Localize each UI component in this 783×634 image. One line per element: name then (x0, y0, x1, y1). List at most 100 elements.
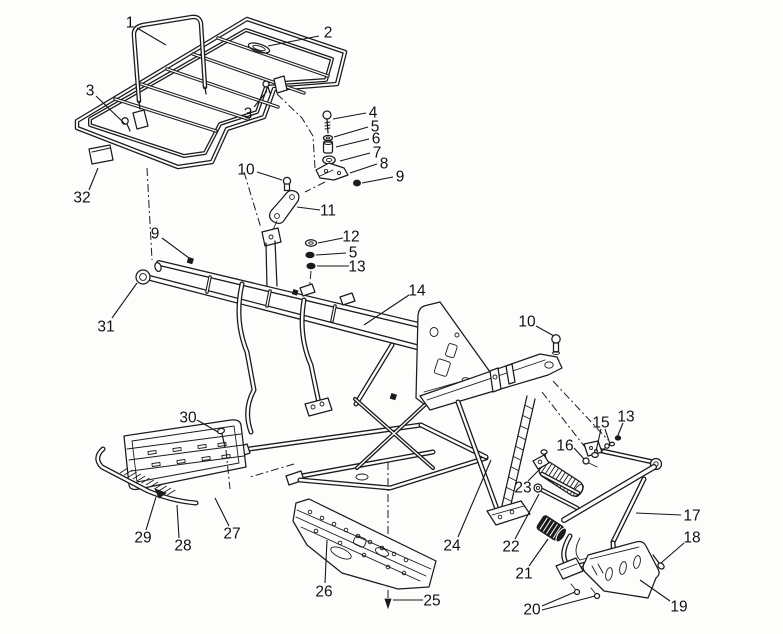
align-lines-support (541, 380, 609, 452)
plate-hole-2 (319, 401, 325, 407)
frame-clevis-bracket (261, 227, 282, 289)
align-line-bracket (304, 181, 326, 193)
bumper-10-left (282, 176, 292, 192)
callout-leader-22-28 (514, 493, 540, 540)
callout-leader-1-0 (136, 27, 167, 46)
callout-label-1-0: 1 (126, 15, 135, 32)
bolt-dot-9 (186, 256, 194, 265)
callout-leader-15-21 (604, 428, 611, 445)
callout-leader-30-20 (196, 419, 219, 433)
bracket-8 (315, 162, 349, 181)
callout-leader-8-8 (349, 163, 378, 174)
callout-leader-9-13 (161, 237, 190, 259)
callout-leader-15-21 (595, 428, 602, 452)
callout-label-23-26: 23 (514, 480, 531, 497)
callout-label-32-12: 32 (73, 190, 90, 207)
rear-beam (419, 353, 563, 411)
callout-label-16-23: 16 (556, 438, 573, 455)
rear-rack (74, 14, 348, 261)
callout-leader-13-22 (615, 422, 624, 441)
callout-label-8-8: 8 (380, 156, 389, 173)
arrow-29 (154, 488, 167, 499)
callout-leader-31-18 (111, 282, 138, 319)
backrest-feet (138, 86, 207, 110)
bolt-dot-mid (291, 288, 299, 296)
callout-label-27-32: 27 (223, 526, 240, 543)
bolt-18 (652, 554, 665, 570)
support-foot (555, 557, 584, 580)
rail-slot (355, 473, 369, 481)
callout-label-30-20: 30 (179, 410, 197, 427)
tab-hole-1 (589, 446, 593, 450)
callout-leader-24-27 (457, 459, 492, 538)
washer-15-b (608, 441, 616, 447)
callout-leader-2-1 (267, 35, 320, 47)
rail-end-cap (154, 261, 162, 273)
callout-leader-27-32 (214, 497, 230, 527)
callout-label-15-21: 15 (592, 415, 609, 432)
callout-label-13-16: 13 (348, 259, 365, 276)
reflector (88, 144, 114, 165)
callout-leader-29-34 (145, 496, 157, 531)
grip-hatching (119, 467, 176, 496)
support-inner-tube (575, 537, 603, 561)
callout-label-31-18: 31 (97, 319, 114, 336)
callout-leader-28-33 (176, 504, 180, 539)
bolt-dot-low (389, 392, 397, 401)
callout-label-12-14: 12 (342, 229, 359, 246)
bolt-4-head (322, 110, 332, 120)
callout-label-26-31: 26 (315, 584, 332, 601)
bolt-4-threads (324, 121, 331, 130)
main-frame (135, 256, 609, 610)
nut-5 (305, 251, 315, 259)
align-line-rack-left (146, 167, 153, 261)
bushing-31 (135, 269, 151, 285)
callout-leader-3-3 (253, 90, 268, 108)
callout-label-17-24: 17 (683, 508, 700, 525)
mount-hardware-stack (304, 110, 361, 193)
callout-label-25-30: 25 (423, 593, 440, 610)
callout-label-3-3: 3 (244, 106, 253, 123)
callout-leader-4-4 (332, 112, 367, 120)
callout-label-5-15: 5 (349, 245, 358, 262)
rail-tab-b (339, 292, 356, 306)
pivot-link-assembly (261, 176, 318, 294)
rod-eye-22 (533, 483, 543, 493)
callout-label-22-28: 22 (502, 539, 519, 556)
front-cross-plate (304, 397, 333, 417)
callout-leader-3-2 (95, 95, 126, 125)
callout-label-11-11: 11 (320, 203, 336, 220)
callout-leader-18-25 (660, 542, 685, 564)
callout-label-6-6: 6 (372, 131, 381, 148)
callout-leader-19-35 (639, 579, 671, 602)
callout-leader-12-14 (317, 237, 344, 244)
align-line-rack-center (243, 171, 262, 229)
peg-mount-tab (532, 454, 550, 470)
callout-leader-5-15 (315, 252, 347, 256)
bumper-21 (536, 515, 567, 543)
callout-label-10-10: 10 (237, 162, 255, 179)
callout-leader-20-36 (541, 595, 596, 611)
align-line-footboard (249, 463, 295, 478)
callout-leader-32-12 (88, 167, 99, 191)
washer-12 (304, 239, 318, 247)
footpeg-assembly (532, 449, 584, 543)
rear-brace-24 (455, 395, 536, 526)
callout-label-14-17: 14 (408, 283, 426, 300)
nut-9 (352, 179, 361, 187)
callout-label-10-19: 10 (518, 314, 536, 331)
callout-leader-21-29 (528, 538, 549, 567)
callout-label-5-5: 5 (371, 119, 380, 136)
callout-leader-26-31 (324, 539, 328, 584)
callout-leader-16-23 (573, 447, 585, 460)
callout-leader-14-17 (363, 294, 410, 326)
callout-leader-9-9 (361, 176, 394, 184)
guard-plate-19 (582, 540, 660, 599)
clip-16 (582, 457, 598, 468)
callout-label-21-29: 21 (515, 566, 532, 583)
skid-plate-26 (292, 498, 437, 590)
plate-hole-1 (310, 404, 316, 410)
rack-cross-slats (113, 36, 330, 133)
callout-label-4-4: 4 (369, 105, 378, 122)
